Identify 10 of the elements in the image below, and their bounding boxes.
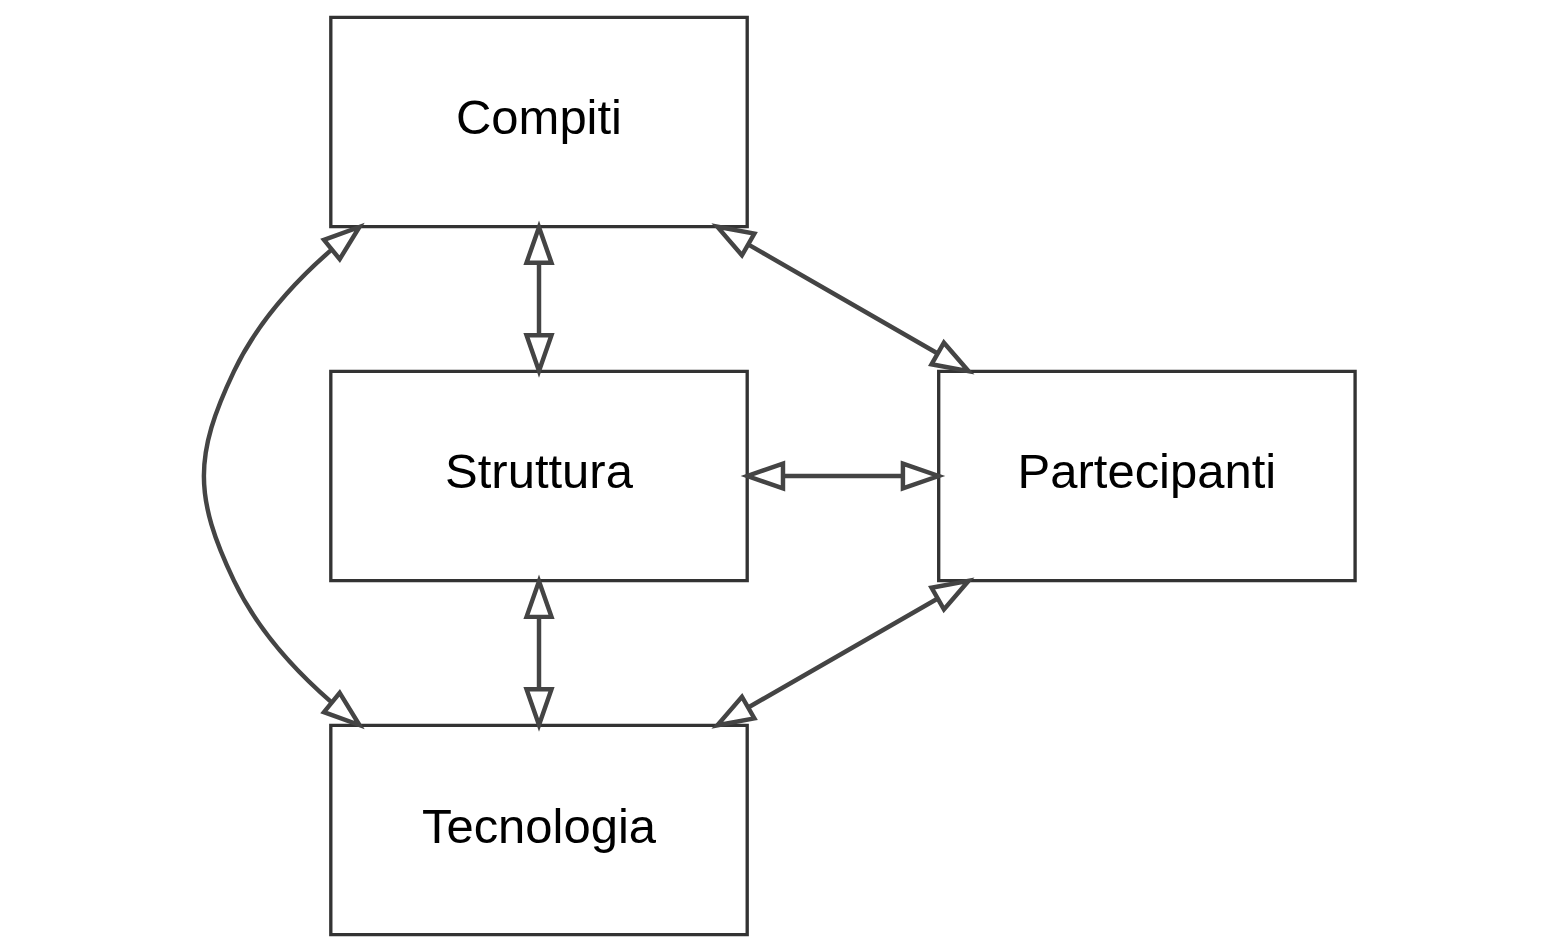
arrow: [711, 223, 975, 375]
arrow: [523, 574, 555, 732]
arrow: [740, 460, 946, 492]
node-box: Partecipanti: [937, 369, 1357, 583]
arrow: [523, 220, 555, 378]
node-box: Tecnologia: [329, 723, 749, 937]
node-box: Compiti: [329, 15, 749, 229]
node-box: Struttura: [329, 369, 749, 583]
arrow: [201, 222, 365, 730]
arrow: [711, 577, 975, 729]
